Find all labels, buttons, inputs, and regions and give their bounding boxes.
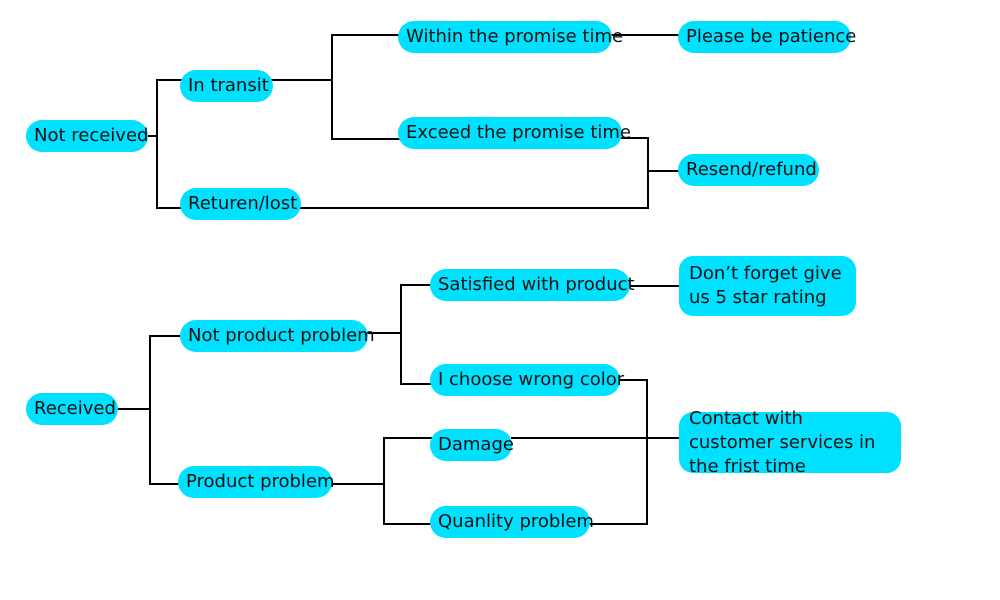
- node-not-received: Not received: [26, 120, 148, 152]
- node-not-product-problem: Not product problem: [180, 320, 375, 352]
- node-in-transit: In transit: [180, 70, 273, 102]
- connector-wrong-color-merge: [589, 379, 648, 525]
- node-please-be-patience: Please be patience: [678, 21, 856, 53]
- connector-not-received-return: [156, 136, 182, 209]
- node-resend-refund: Resend/refund: [678, 154, 819, 186]
- node-return-lost: Returen/lost: [180, 188, 301, 220]
- node-quality-problem: Quanlity problem: [430, 506, 594, 538]
- node-satisfied-with-product: Satisfied with product: [430, 269, 635, 301]
- node-within-promise-time: Within the promise time: [398, 21, 623, 53]
- node-wrong-color: I choose wrong color: [430, 364, 624, 396]
- connector-not-product-branches: [366, 284, 432, 334]
- connector-product-branches: [331, 437, 432, 485]
- connector-received-product: [149, 409, 180, 485]
- connector-not-product-wrong-color: [400, 333, 432, 385]
- node-star-rating: Don’t forget give us 5 star rating: [679, 256, 856, 316]
- connector-in-transit-exceed: [331, 80, 400, 140]
- connector-exceed-to-merge: [621, 137, 680, 172]
- node-received: Received: [26, 393, 118, 425]
- connector-return-to-merge: [300, 171, 649, 209]
- connector-product-quality: [383, 484, 432, 525]
- connector-received-not-product: [149, 335, 182, 409]
- connector-in-transit-branches: [271, 34, 400, 81]
- node-product-problem: Product problem: [178, 466, 335, 498]
- node-damage: Damage: [430, 429, 514, 461]
- node-exceed-promise-time: Exceed the promise time: [398, 117, 631, 149]
- node-contact-customer-service: Contact with customer services in the fr…: [679, 408, 901, 477]
- connector-not-received-branches: [148, 79, 183, 137]
